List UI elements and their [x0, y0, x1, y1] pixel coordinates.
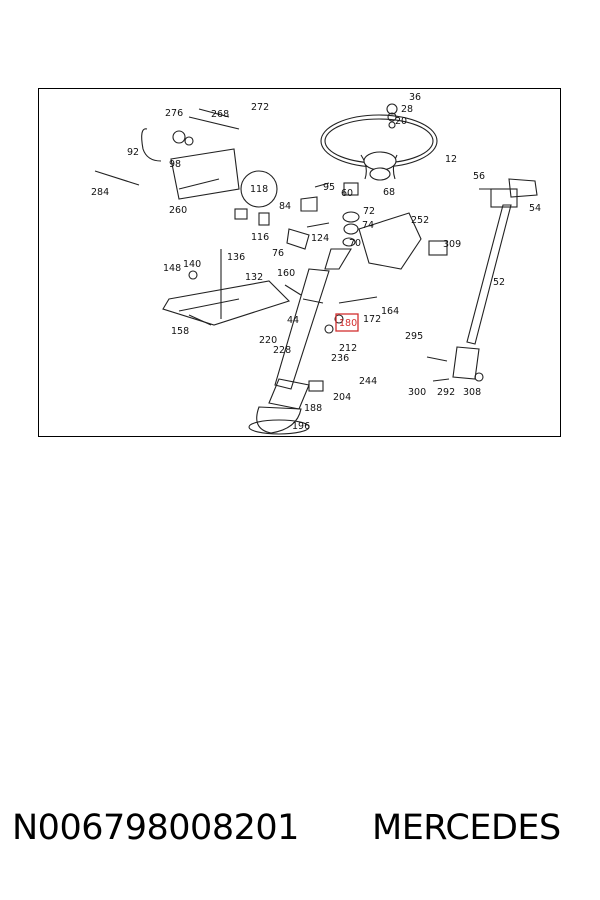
callout-labels: 36 28 20 276 268 272 12 92 98 284 260 11… [91, 92, 541, 432]
callout-label[interactable]: 70 [349, 238, 361, 249]
switch-parts-drawing [234, 170, 330, 250]
callout-label[interactable]: 124 [311, 233, 329, 244]
callout-label[interactable]: 158 [171, 326, 189, 337]
callout-label[interactable]: 164 [381, 306, 399, 317]
callout-label[interactable]: 136 [227, 252, 245, 263]
callout-label[interactable]: 204 [333, 392, 351, 403]
callout-label[interactable]: 212 [339, 343, 357, 354]
lower-bracket-drawing [162, 249, 302, 326]
callout-label[interactable]: 300 [408, 387, 426, 398]
steering-wheel-drawing [320, 103, 438, 181]
highlighted-callout-label[interactable]: 180 [339, 318, 357, 329]
callout-label[interactable]: 309 [443, 239, 461, 250]
callout-label[interactable]: 220 [259, 335, 277, 346]
callout-label[interactable]: 116 [251, 232, 269, 243]
callout-label[interactable]: 140 [183, 259, 201, 270]
callout-label[interactable]: 68 [383, 187, 395, 198]
callout-label[interactable]: 36 [409, 92, 421, 103]
callout-label[interactable]: 98 [169, 159, 181, 170]
column-upper-parts-drawing [342, 182, 448, 270]
callout-label[interactable]: 84 [279, 201, 291, 212]
callout-label[interactable]: 276 [165, 108, 183, 119]
callout-label[interactable]: 56 [473, 171, 485, 182]
parts-diagram-frame: 36 28 20 276 268 272 12 92 98 284 260 11… [38, 88, 561, 437]
callout-label[interactable]: 148 [163, 263, 181, 274]
callout-label[interactable]: 308 [463, 387, 481, 398]
callout-label[interactable]: 196 [292, 421, 310, 432]
callout-label[interactable]: 54 [529, 203, 541, 214]
callout-label[interactable]: 132 [245, 272, 263, 283]
callout-label[interactable]: 272 [251, 102, 269, 113]
callout-label[interactable]: 95 [323, 182, 335, 193]
callout-label[interactable]: 20 [395, 116, 407, 127]
callout-label[interactable]: 52 [493, 277, 505, 288]
steering-column-diagram: 36 28 20 276 268 272 12 92 98 284 260 11… [91, 92, 541, 435]
callout-label[interactable]: 118 [250, 184, 268, 195]
callout-label[interactable]: 76 [272, 248, 284, 259]
caption-bar: N006798008201 MERCEDES [0, 808, 600, 858]
callout-label[interactable]: 60 [341, 188, 353, 199]
callout-label[interactable]: 188 [304, 403, 322, 414]
callout-label[interactable]: 12 [445, 154, 457, 165]
highlight-box [335, 313, 359, 332]
callout-label[interactable]: 292 [437, 387, 455, 398]
wiring-harness-drawing [94, 108, 240, 200]
steering-shaft-drawing [426, 178, 538, 382]
callout-label[interactable]: 236 [331, 353, 349, 364]
callout-label[interactable]: 228 [273, 345, 291, 356]
callout-label[interactable]: 72 [363, 206, 375, 217]
brand-name: MERCEDES [372, 808, 561, 848]
column-tube-drawing [248, 248, 378, 435]
callout-label[interactable]: 295 [405, 331, 423, 342]
callout-label[interactable]: 252 [411, 215, 429, 226]
callout-label[interactable]: 284 [91, 187, 109, 198]
callout-label[interactable]: 160 [277, 268, 295, 279]
callout-label[interactable]: 74 [362, 220, 374, 231]
part-number: N006798008201 [12, 808, 299, 848]
callout-label[interactable]: 268 [211, 109, 229, 120]
callout-label[interactable]: 44 [287, 315, 299, 326]
callout-label[interactable]: 244 [359, 376, 377, 387]
callout-label[interactable]: 172 [363, 314, 381, 325]
callout-label[interactable]: 92 [127, 147, 139, 158]
callout-label[interactable]: 28 [401, 104, 413, 115]
callout-label[interactable]: 260 [169, 205, 187, 216]
